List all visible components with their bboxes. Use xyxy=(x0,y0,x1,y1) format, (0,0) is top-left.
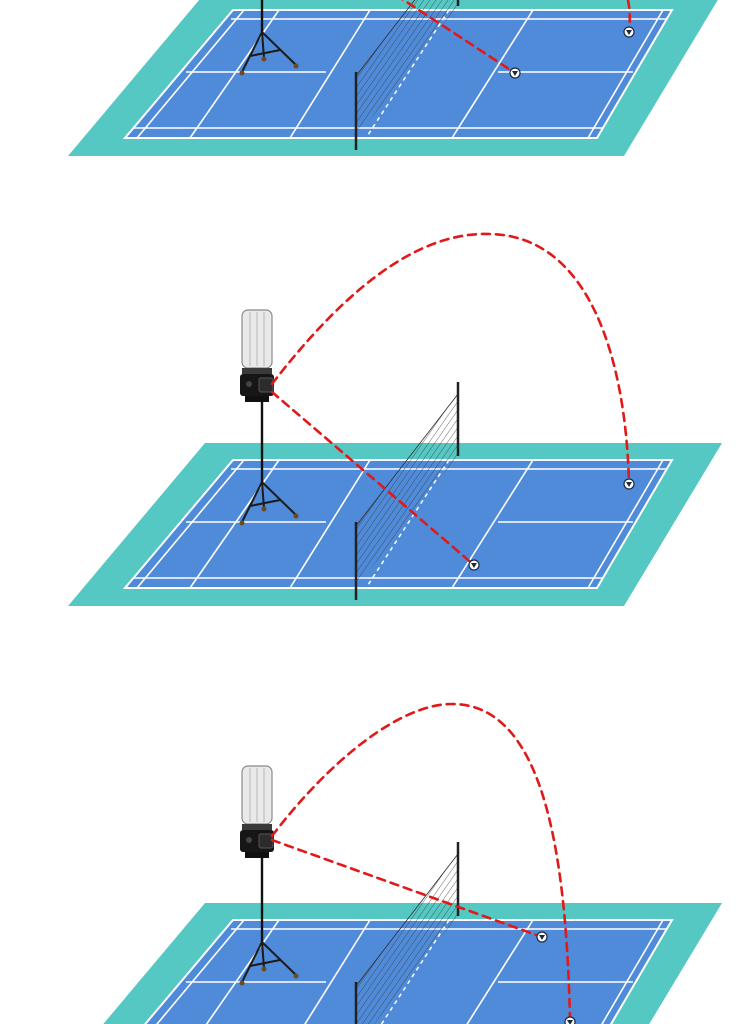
trajectory-short xyxy=(270,838,544,939)
net xyxy=(354,382,460,600)
target-marker-2 xyxy=(564,1016,576,1024)
scene-2 xyxy=(68,232,722,606)
shuttle-launcher-machine xyxy=(238,309,300,527)
machine-stand xyxy=(238,0,300,77)
target-marker-2 xyxy=(623,478,635,490)
net xyxy=(354,0,460,150)
scene-1 xyxy=(68,0,718,156)
target-marker-1 xyxy=(468,559,480,571)
trajectory-short xyxy=(401,0,517,75)
trajectory-short xyxy=(270,390,476,567)
trajectory-long xyxy=(270,232,631,486)
target-marker-1 xyxy=(536,931,548,943)
target-marker-1 xyxy=(509,67,521,79)
trajectory-long xyxy=(270,702,572,1022)
shuttle-launcher-machine xyxy=(238,765,300,987)
scene-3 xyxy=(103,702,722,1024)
target-marker-2 xyxy=(623,26,635,38)
